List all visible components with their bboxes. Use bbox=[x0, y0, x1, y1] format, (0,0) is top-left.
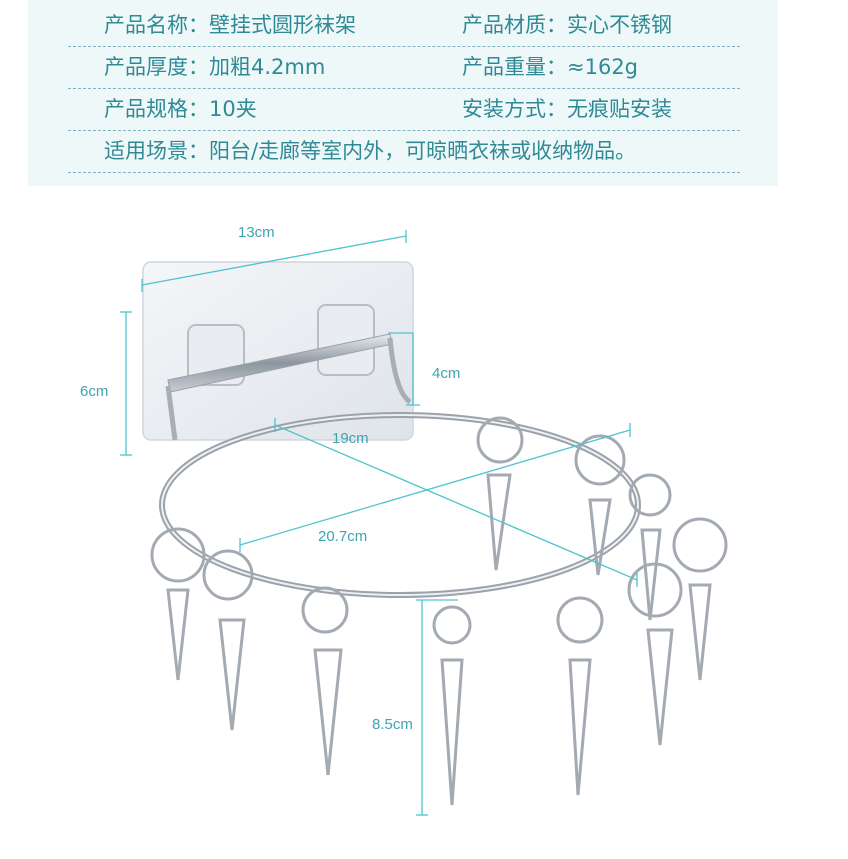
clips-group bbox=[150, 416, 728, 806]
spec-row: 产品名称：壁挂式圆形袜架 产品材质：实心不锈钢 bbox=[68, 4, 740, 47]
dimension-lines bbox=[120, 230, 638, 816]
clip bbox=[556, 596, 604, 796]
spec-panel: 产品名称：壁挂式圆形袜架 产品材质：实心不锈钢 产品厚度：加粗4.2mm 产品重… bbox=[28, 0, 778, 186]
spec-row: 产品规格：10夹 安装方式：无痕贴安装 bbox=[68, 88, 740, 131]
product-figure: 13cm 6cm 4cm 19cm 20.7cm 8.5cm bbox=[0, 186, 848, 855]
clip bbox=[432, 605, 472, 806]
dim-height-label: 6cm bbox=[80, 383, 109, 400]
clip bbox=[202, 549, 254, 731]
dim-outer-diameter-label: 20.7cm bbox=[318, 528, 368, 545]
clip bbox=[301, 586, 349, 776]
spec-install: 安装方式：无痕贴安装 bbox=[462, 97, 672, 121]
dim-width-label: 13cm bbox=[238, 224, 275, 241]
spec-thickness: 产品厚度：加粗4.2mm bbox=[104, 55, 326, 79]
clip bbox=[574, 434, 626, 576]
dim-hook-depth-label: 4cm bbox=[432, 365, 461, 382]
spec-size: 产品规格：10夹 bbox=[104, 97, 257, 121]
clip bbox=[628, 473, 672, 621]
spec-usage: 适用场景：阳台/走廊等室内外，可晾晒衣袜或收纳物品。 bbox=[104, 139, 637, 163]
dim-inner-diameter-label: 19cm bbox=[332, 430, 369, 447]
spec-weight: 产品重量：≈162g bbox=[462, 55, 639, 79]
hanging-ring bbox=[159, 412, 641, 598]
clip bbox=[150, 527, 206, 681]
spec-product-name: 产品名称：壁挂式圆形袜架 bbox=[104, 13, 356, 37]
sock-rack-illustration bbox=[120, 230, 728, 816]
clip bbox=[627, 562, 683, 746]
clip bbox=[476, 416, 524, 571]
spec-row: 适用场景：阳台/走廊等室内外，可晾晒衣袜或收纳物品。 bbox=[68, 130, 740, 173]
spec-row: 产品厚度：加粗4.2mm 产品重量：≈162g bbox=[68, 46, 740, 89]
clip bbox=[672, 517, 728, 681]
bracket-arm bbox=[387, 337, 412, 405]
dim-clip-length-label: 8.5cm bbox=[372, 716, 413, 733]
spec-material: 产品材质：实心不锈钢 bbox=[462, 13, 672, 37]
